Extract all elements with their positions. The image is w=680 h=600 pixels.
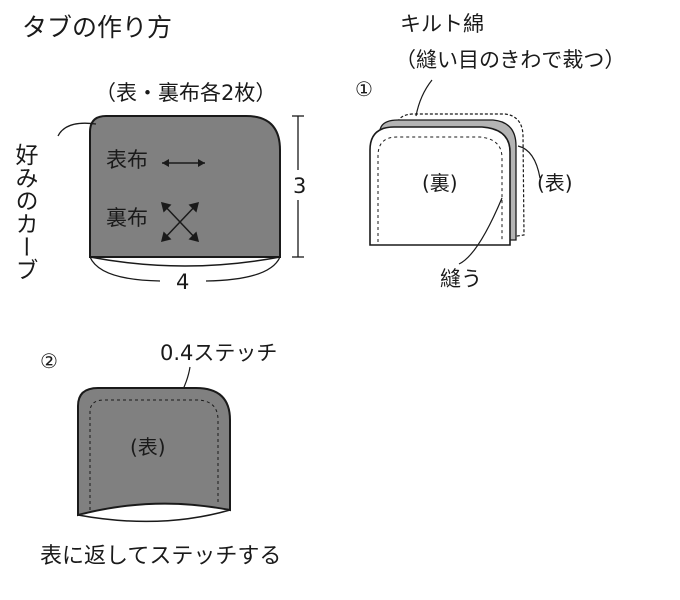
step1-number: ① bbox=[355, 77, 373, 101]
batting-label: キルト綿 bbox=[400, 12, 484, 36]
finished-tab-shape bbox=[77, 387, 231, 517]
lining-fabric-label: 裏布 bbox=[106, 206, 148, 230]
finished-tab-bottom bbox=[77, 509, 231, 523]
batting-leader-line bbox=[415, 79, 433, 117]
batting-note: （縫い目のきわで裁つ） bbox=[395, 48, 625, 72]
svg-text:好みのカーブ: 好みのカーブ bbox=[11, 143, 39, 281]
width-dimension-right bbox=[205, 256, 281, 282]
step2-caption: 表に返してステッチする bbox=[40, 544, 281, 569]
step2-front-label: (表) bbox=[130, 435, 166, 459]
curve-label: 好みのカーブ bbox=[11, 143, 39, 281]
sew-leader-line bbox=[458, 197, 503, 265]
step2-number: ② bbox=[40, 349, 58, 373]
curve-leader-line bbox=[57, 122, 97, 137]
width-value: 4 bbox=[176, 270, 189, 294]
outer-fabric-label: 表布 bbox=[106, 148, 148, 172]
height-value: 3 bbox=[293, 174, 306, 198]
tab-template-shape bbox=[89, 115, 281, 258]
step1-front-label: (表) bbox=[537, 171, 573, 195]
front-leader-line bbox=[517, 145, 541, 179]
template-bottom-curve bbox=[89, 256, 281, 267]
stitch-label: 0.4ステッチ bbox=[160, 341, 277, 365]
grain-arrow-horizontal bbox=[162, 159, 205, 167]
height-dimension bbox=[292, 115, 304, 258]
diagram-title: タブの作り方 bbox=[22, 13, 172, 42]
step1-back-label: (裏) bbox=[422, 171, 458, 195]
lining-fabric-layer bbox=[369, 126, 511, 246]
topstitch-line bbox=[89, 399, 219, 510]
template-note: （表・裏布各2枚） bbox=[95, 81, 276, 105]
seam-line bbox=[377, 136, 503, 242]
bias-cross-arrows bbox=[160, 201, 200, 243]
width-dimension-left bbox=[89, 256, 161, 282]
sew-label: 縫う bbox=[440, 267, 482, 291]
